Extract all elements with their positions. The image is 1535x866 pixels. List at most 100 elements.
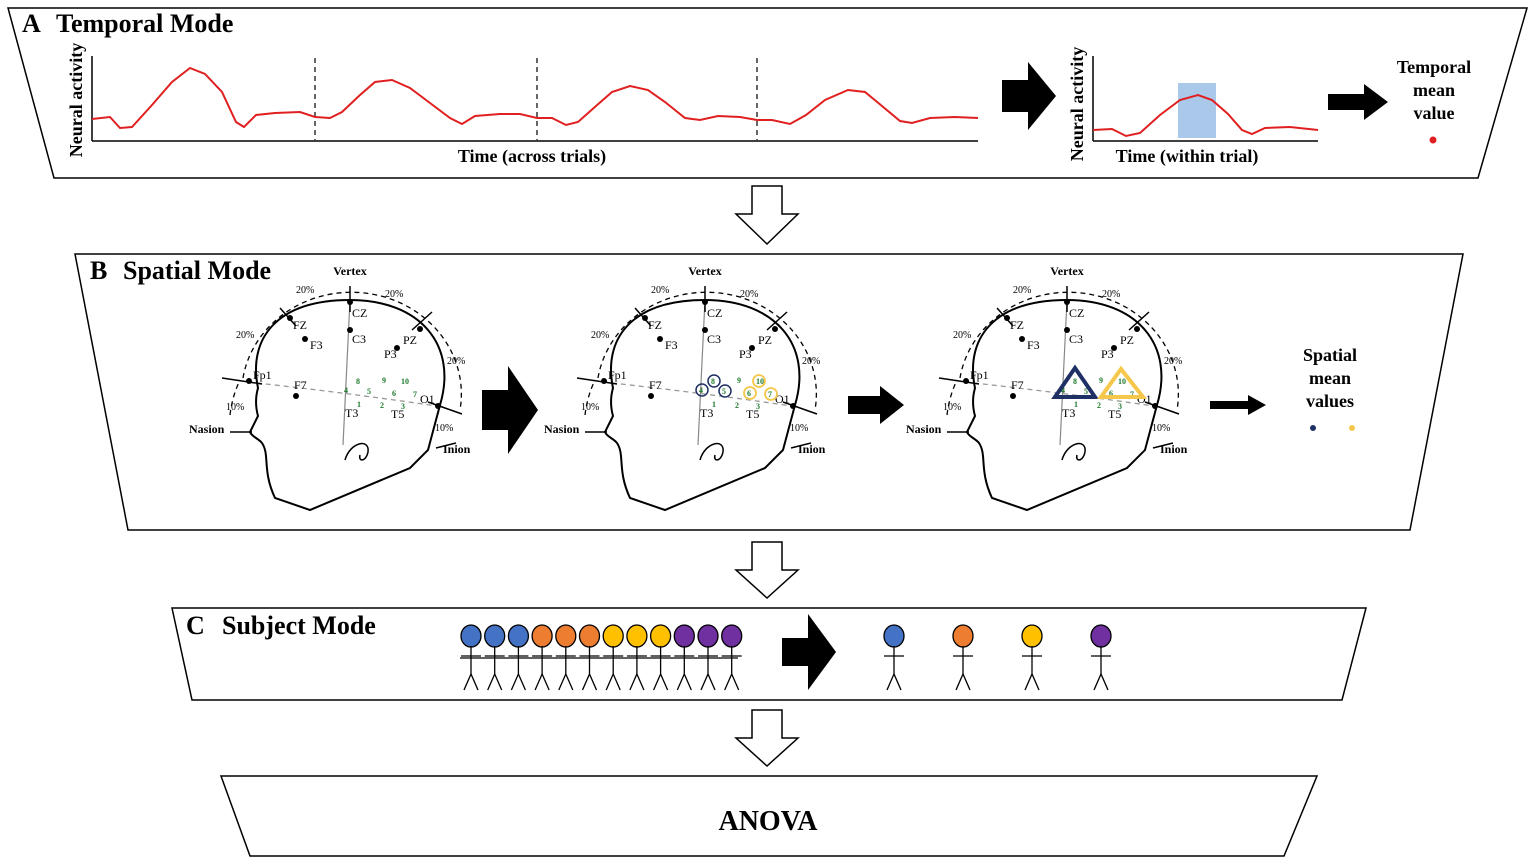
electrode-number: 5 [1084,387,1088,396]
pz-label: PZ [758,333,772,347]
down-arrow-icon [734,185,800,246]
temporal-mean-dot [1429,136,1437,144]
anova-frame [219,775,1319,857]
spatial-mean-dot-navy [1310,425,1316,431]
arrow-right-icon [782,614,836,690]
subject-figure [602,624,624,691]
panel-a-title: Temporal Mode [56,9,233,38]
electrode-number: 6 [1109,389,1113,398]
electrode-number: 8 [711,377,715,386]
pct-label: 10% [943,402,961,413]
pct-label: 20% [236,330,254,341]
electrode-number: 9 [1099,376,1103,385]
electrode-number: 1 [357,400,361,409]
electrode-number: 3 [756,402,760,411]
subject-body [1021,645,1043,691]
electrode-number-set: 8 9 10 4 5 6 7 1 2 3 [1061,376,1134,411]
electrode-number: 2 [735,401,739,410]
pct-label: 20% [447,356,465,367]
down-arrow-icon [734,709,800,768]
electrode-number: 5 [722,387,726,396]
spatial-mean-label-line1: Spatial [1303,345,1357,365]
temporal-mean-label-line3: value [1413,103,1454,123]
f7-label: F7 [294,378,307,392]
subject-figure [555,624,577,691]
panel-b-letter: B [90,256,107,285]
p3-label: P3 [1101,347,1114,361]
spatial-mean-label-line3: values [1306,391,1354,411]
head-diagram-3: Vertex 20% 20% 20% 20% 10% 10% Nasion In… [906,264,1188,511]
electrode-number: 2 [380,401,384,410]
subject-head [952,624,974,648]
inion-label: Inion [443,442,471,456]
pct-label: 10% [1152,423,1170,434]
subject-figure [721,624,743,691]
f3-label: F3 [665,338,678,352]
within-trial-chart: Neural activity Time (within trial) [1067,47,1319,167]
electrode-circle-navy [695,383,709,397]
subject-head [602,624,624,648]
subject-head [531,624,553,648]
across-trials-ylabel: Neural activity [66,43,86,157]
subject-figure [626,624,648,691]
head-diagram-2: Vertex 20% 20% 20% 20% 10% 10% Nasion In… [544,264,826,511]
fz-label: FZ [1010,318,1024,332]
group-mean-subjects [883,624,1112,691]
subject-head [626,624,648,648]
panel-c-letter: C [186,611,205,640]
electrode-number: 7 [1130,390,1134,399]
subject-body [1090,645,1112,691]
subject-body [649,645,672,691]
subject-figure [578,624,601,691]
cz-label: CZ [1069,306,1084,320]
arrow-right-icon [482,366,538,454]
panel-a-frame [7,7,1528,179]
arrow-right-icon [1328,84,1388,120]
group-mean-figure [1090,624,1112,691]
electrode-circle-yellow [752,374,766,388]
cz-label: CZ [352,306,367,320]
subject-figure [697,624,719,691]
electrode-circle-yellow [743,386,757,400]
arrow-right-icon [1002,62,1056,130]
c3-label: C3 [352,332,366,346]
fp1-label: Fp1 [970,368,989,382]
subject-head [507,624,530,648]
subject-head [673,624,695,648]
fz-label: FZ [648,318,662,332]
c3-label: C3 [1069,332,1083,346]
electrode-number: 10 [401,377,409,386]
spatial-region-triangle-navy [1051,364,1099,399]
t3-label: T3 [345,406,358,420]
group-mean-figure [952,624,974,691]
vertex-label: Vertex [688,264,722,278]
subject-body [460,645,482,691]
f3-label: F3 [1027,338,1040,352]
electrode-circle-yellow [764,387,778,401]
electrode-number: 1 [712,400,716,409]
subject-body [484,645,506,691]
cz-label: CZ [707,306,722,320]
nasion-label: Nasion [906,422,942,436]
electrode-circle-navy [718,384,732,398]
across-trials-xlabel: Time (across trials) [458,146,606,167]
electrode-circle-navy [707,374,721,388]
inion-label: Inion [798,442,826,456]
pct-label: 20% [385,289,403,300]
pz-label: PZ [1120,333,1134,347]
subject-body [555,645,577,691]
subject-body [531,645,553,691]
subject-head [883,624,905,648]
within-trial-xlabel: Time (within trial) [1116,146,1259,167]
head-1-labels: Vertex 20% 20% 20% 20% 10% 10% Nasion In… [189,264,471,456]
pct-label: 20% [1102,289,1120,300]
panel-a-letter: A [22,9,41,38]
subject-head [460,624,482,648]
pct-label: 20% [651,285,669,296]
pct-label: 20% [953,330,971,341]
panel-c-frame [171,607,1367,701]
t5-label: T5 [391,407,404,421]
inion-label: Inion [1160,442,1188,456]
o1-label: O1 [775,392,790,406]
panel-b-frame [74,253,1464,531]
